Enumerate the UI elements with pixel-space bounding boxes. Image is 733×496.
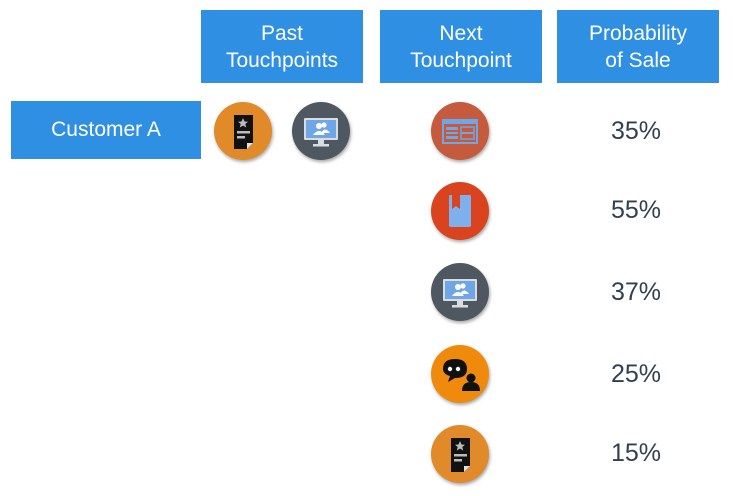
document-star-icon — [214, 102, 272, 160]
customer-label: Customer A — [11, 101, 201, 159]
probability-value: 37% — [610, 278, 662, 306]
probability-value: 55% — [610, 196, 662, 224]
probability-value: 25% — [610, 360, 662, 388]
header-prob-line2: of Sale — [605, 48, 671, 72]
header-past-line1: Past — [260, 21, 303, 45]
webinar-monitor-icon — [292, 102, 350, 160]
probability-value: 35% — [610, 117, 662, 145]
header-next-line2: Touchpoint — [410, 48, 512, 72]
webpage-icon — [431, 102, 489, 160]
header-past-line2: Touchpoints — [225, 48, 339, 72]
header-past-touchpoints: Past Touchpoints — [201, 10, 363, 83]
header-prob-line1: Probability — [588, 21, 688, 45]
probability-value: 15% — [610, 439, 662, 467]
chat-person-icon — [431, 345, 489, 403]
header-next-touchpoint: Next Touchpoint — [380, 10, 542, 83]
header-next-line1: Next — [439, 21, 483, 45]
document-star-icon — [431, 425, 489, 483]
webinar-monitor-icon — [431, 263, 489, 321]
header-probability-of-sale: Probability of Sale — [557, 10, 719, 83]
ebook-bookmark-icon — [431, 182, 489, 240]
